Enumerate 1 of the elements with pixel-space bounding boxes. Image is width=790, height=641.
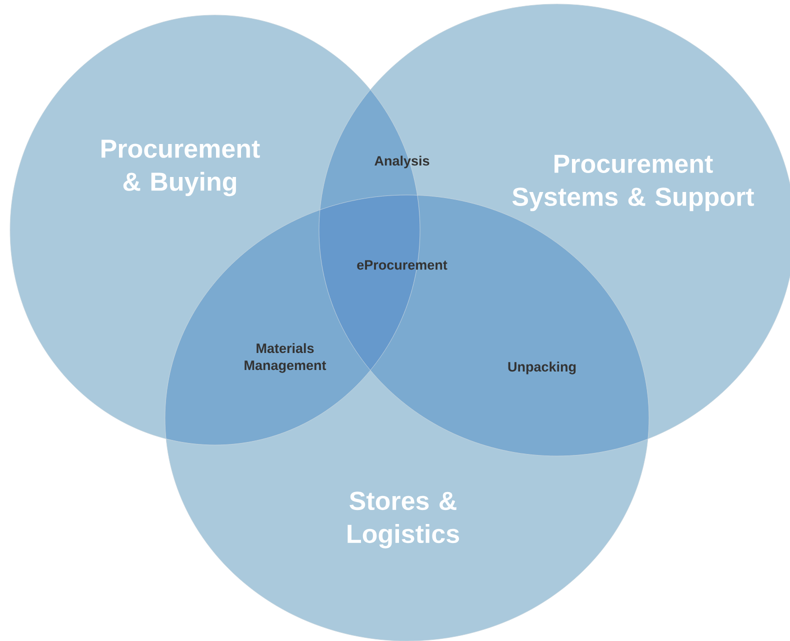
overlap-label: Unpacking <box>508 362 576 374</box>
